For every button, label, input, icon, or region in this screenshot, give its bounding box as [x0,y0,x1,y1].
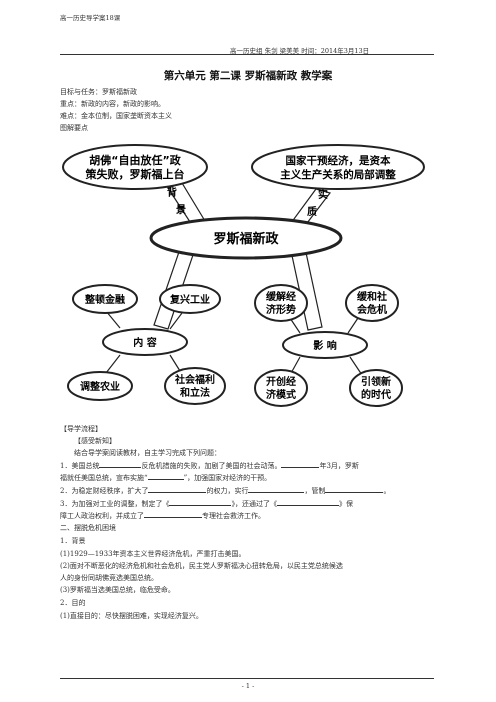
label-essence-1: 实 [318,188,328,201]
oval-essence-text [251,144,425,190]
q3-text-b: 》，还通过了《 [231,500,277,508]
heading-background: 1．背景 [60,537,86,545]
oval-finance [72,284,138,314]
oval-agriculture [67,371,133,401]
q2-blank-power[interactable] [148,492,207,493]
difficulty-line: 难点：金本位制，国家垄断资本主义 [60,112,172,120]
footer-rule [60,678,434,679]
oval-welfare [164,367,226,405]
question-1-cont: 福就任美国总统，宣布实施“ ”，加强国家对经济的干预。 [60,473,435,484]
impact-new-era-2: 的时代 [361,388,391,401]
center-label: 罗斯福新政 [213,231,279,247]
item-finance: 整顿金融 [84,293,125,306]
item-welfare-1: 社会福利 [174,373,215,386]
impact-ease-society-1: 缓和社 [356,290,387,303]
center-oval [149,216,343,260]
header-rule [60,54,434,55]
oval-new-era [349,369,403,407]
q1-blank-year[interactable] [281,467,320,468]
q1-blank-president[interactable] [99,467,142,468]
impact-ease-economy-2: 济形势 [266,303,296,316]
q1-text-d: 福就任美国总统，宣布实施“ [60,474,148,482]
section-new-knowledge: 【感受新知】 [74,437,116,445]
bg-text-1: 胡佛“自由放任”政 [89,153,181,167]
link-welfare [169,354,181,372]
q2-blank-control[interactable] [325,492,384,493]
impact-ease-economy-1: 缓解经 [265,290,296,303]
q1-text-a: 1．美国总统 [60,462,100,470]
paragraph-1: (1)1929—1933年资本主义世界经济危机，严重打击美国。 [60,550,246,558]
page-title: 第六单元 第二课 罗斯福新政 教学案 [163,70,333,82]
q3-text-e: 专理社会救济工作。 [202,512,265,520]
q2-blank-system[interactable] [248,492,305,493]
oval-industry [159,284,221,314]
question-3: 3．为加强对工业的调整，制定了《 》，还通过了《 》保 [60,499,435,510]
header-course: 高一历史导学案18课 [60,14,121,22]
q1-text-c: 年3月，罗斯 [319,462,359,470]
oval-create-model [254,369,308,407]
q1-text-e: ”，加强国家对经济的干预。 [183,474,272,482]
q3-blank-law-1[interactable] [169,505,232,506]
goal-line: 目标与任务：罗斯福新政 [60,88,137,96]
paragraph-2: (2)面对不断恶化的经济危机和社会危机，民主党人罗斯福决心扭转危局，以民主党总统… [60,562,343,570]
question-1: 1．美国总统 反危机措施的失败，加剧了美国的社会动荡。 年3月，罗斯 [60,461,435,472]
key-point-line: 重点：新政的内容，新政的影响。 [60,100,165,108]
impact-create-model-2: 济模式 [266,388,296,401]
q1-text-b: 反危机措施的失败，加剧了美国的社会动荡。 [141,462,282,470]
oval-impact [282,331,368,359]
q2-text-a: 2．为稳定财经秩序，扩大了 [60,487,149,495]
impact-label: 影 响 [313,339,336,352]
q3-text-d: 障工人政治权利，并成立了 [60,512,144,520]
label-background-2: 景 [176,204,186,216]
oval-background-text [62,144,208,190]
diagram-heading: 图解要点 [60,124,88,132]
label-background-1: 背 [167,186,177,199]
oval-ease-society [345,284,399,322]
item-industry: 复兴工业 [169,293,210,306]
q2-text-c: ，管制 [304,487,326,495]
impact-new-era-1: 引领新 [361,375,391,388]
item-agriculture: 调整农业 [80,380,120,393]
q3-text-c: 》保 [338,500,353,508]
link-industry [169,312,183,330]
impact-create-model-1: 开创经 [266,375,296,388]
content-label: 内 容 [133,336,156,349]
question-3-cont: 障工人政治权利，并成立了 专理社会救济工作。 [60,511,435,522]
instruction-line: 结合导学案阅读教材，自主学习完成下列问题： [74,449,221,457]
link-agriculture [105,354,121,374]
item-welfare-2: 和立法 [179,386,210,399]
bg-text-2: 策失败，罗斯福上台 [85,167,185,181]
q2-text-d: 。 [383,487,391,495]
heading-purpose: 2．目的 [60,599,86,607]
paragraph-4: (1)直接目的：尽快摆脱困难，实现经济复兴。 [60,612,203,620]
concept-diagram: 胡佛“自由放任”政 策失败，罗斯福上台 国家干预经济，是资本 主义生产关系的局部… [62,144,425,407]
heading-escape-crisis: 二、摆脱危机困境 [60,524,116,532]
link-new-era [349,356,363,376]
q1-blank-policy[interactable] [147,479,184,480]
essence-text-1: 国家干预经济，是资本 [286,154,391,167]
oval-ease-economy [254,284,308,322]
paragraph-2-cont: 人的身份同胡佛竞选美国总统。 [60,574,158,582]
q3-blank-agency[interactable] [144,517,202,518]
label-essence-2: 质 [307,205,317,218]
q3-text-a: 3．为加强对工业的调整，制定了《 [60,500,170,508]
q3-blank-law-2[interactable] [276,505,339,506]
section-flow: 【导学流程】 [60,425,102,433]
oval-content [102,328,188,356]
essence-text-2: 主义生产关系的局部调整 [280,168,396,181]
question-2: 2．为稳定财经秩序，扩大了 的权力，实行 ，管制 。 [60,486,435,497]
page-number: - 1 - [241,682,255,690]
q2-text-b: 的权力，实行 [206,487,249,495]
header-authors-date: 高一历史组 朱剑 梁美美 时间：2014年3月13日 [230,47,370,55]
impact-ease-society-2: 会危机 [357,303,387,316]
paragraph-3: (3)罗斯福当选美国总统，临危受命。 [60,586,175,594]
